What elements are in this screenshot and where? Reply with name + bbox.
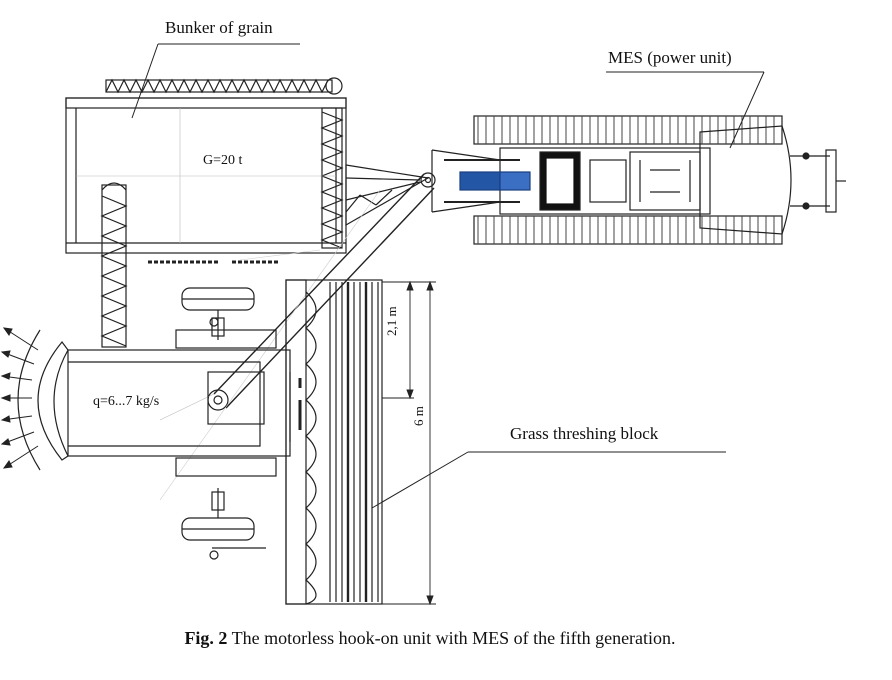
leader-lines (131, 43, 765, 509)
hydraulic-cylinder (459, 171, 501, 191)
caption-text: The motorless hook-on unit with MES of t… (227, 628, 676, 648)
hitch-pivot (420, 172, 436, 188)
unloading-auger (100, 182, 128, 348)
drawbar (159, 173, 435, 501)
auger-pulley (325, 77, 343, 95)
feed-rate-label: q=6...7 kg/s (93, 394, 160, 409)
cab (699, 125, 792, 235)
inner-width-label: 2,1 m (384, 306, 399, 336)
chassis (499, 147, 711, 215)
straw-spreader (37, 341, 69, 461)
hitch-truss (345, 164, 436, 227)
total-width-label: 6 m (411, 406, 426, 426)
figure-number: Fig. 2 (184, 628, 228, 648)
power-unit-label: MES (power unit) (608, 48, 732, 67)
grain-bunker (65, 77, 347, 264)
front-hitch (790, 149, 846, 213)
top-auger (105, 79, 333, 93)
threshing-block-label: Grass threshing block (510, 424, 659, 443)
track-bottom (473, 215, 783, 245)
header (285, 279, 383, 605)
bunker-capacity-label: G=20 t (203, 153, 243, 168)
discharge-arrows (0, 327, 39, 469)
top-auger-helix (105, 78, 329, 94)
threshing-body (17, 287, 291, 560)
figure-caption: Fig. 2 The motorless hook-on unit with M… (0, 628, 860, 649)
power-unit (431, 115, 846, 245)
track-top (473, 115, 783, 145)
bunker-vertical-auger (321, 107, 343, 249)
bunker-label: Bunker of grain (165, 18, 273, 37)
dimension-lines (382, 280, 436, 606)
header-auger (305, 291, 317, 605)
